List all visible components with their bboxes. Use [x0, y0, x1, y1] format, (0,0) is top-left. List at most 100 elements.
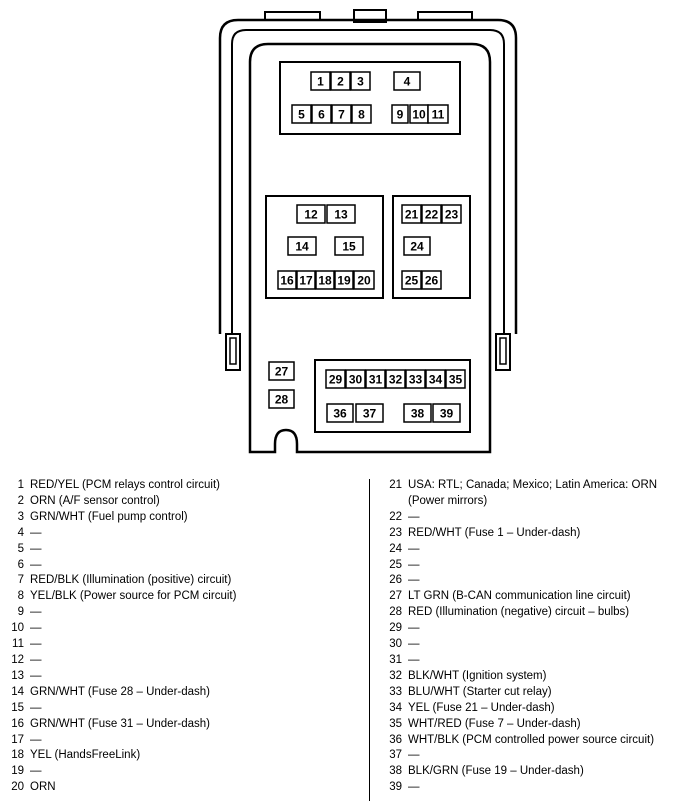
- legend-fuse-number: 2: [17, 494, 24, 507]
- fuse-number: 23: [445, 208, 459, 222]
- legend-fuse-description: —: [30, 622, 42, 635]
- fuse-slot-15: 15: [334, 236, 364, 256]
- fuse-number: 3: [357, 75, 364, 89]
- legend-fuse-description: LT GRN (B-CAN communication line circuit…: [408, 590, 631, 603]
- legend-row: 25—: [384, 558, 680, 574]
- fuse-slot-1: 1: [310, 71, 331, 91]
- fuse-slot-outline: [351, 104, 372, 124]
- fuse-slot-outline: [353, 270, 375, 290]
- legend-fuse-description: RED/WHT (Fuse 1 – Under-dash): [408, 526, 581, 539]
- fuse-number: 29: [329, 373, 343, 387]
- legend-row: 1 RED/YEL (PCM relays control circuit): [6, 478, 356, 494]
- fuse-number: 22: [425, 208, 439, 222]
- legend-fuse-number: 21: [389, 479, 402, 491]
- fuse-slot-32: 32: [385, 369, 406, 389]
- fuse-slot-25: 25: [401, 270, 422, 290]
- fuse-slot-3: 3: [350, 71, 371, 91]
- legend-fuse-number: 1: [17, 479, 24, 491]
- fuse-slot-36: 36: [326, 403, 354, 423]
- legend-fuse-number: 36: [389, 733, 402, 746]
- fuse-number: 27: [275, 365, 289, 379]
- legend-row: 11—: [6, 637, 356, 653]
- fuse-number: 9: [397, 108, 404, 122]
- legend-fuse-number: 16: [11, 717, 24, 730]
- fuse-slot-38: 38: [403, 403, 432, 423]
- fuse-slot-20: 20: [353, 270, 375, 290]
- legend-fuse-description: —: [30, 606, 42, 619]
- legend-fuse-number: 13: [11, 669, 24, 682]
- legend-fuse-description: —: [408, 781, 420, 794]
- fuse-slot-2: 2: [330, 71, 351, 91]
- legend-fuse-description: BLU/WHT (Starter cut relay): [408, 685, 552, 698]
- fuse-slot-12: 12: [296, 204, 326, 224]
- fuse-slot-22: 22: [421, 204, 442, 224]
- legend-row: 24 —: [384, 542, 680, 558]
- fuse-slot-outline: [277, 270, 297, 290]
- legend-fuse-number: 24: [389, 542, 402, 555]
- legend-fuse-description: RED/YEL (PCM relays control circuit): [30, 479, 221, 491]
- fuse-slot-outline: [296, 270, 316, 290]
- fuse-slot-21: 21: [401, 204, 422, 224]
- fuse-slot-outline: [287, 236, 317, 256]
- legend-fuse-description: RED (Illumination (negative) circuit – b…: [408, 606, 630, 619]
- legend-fuse-number: 37: [389, 749, 402, 762]
- fuse-number: 6: [318, 108, 325, 122]
- fuse-slot-outline: [445, 369, 466, 389]
- legend-row: 19—: [6, 764, 356, 780]
- fuse-number: 14: [295, 240, 309, 254]
- fuse-number: 10: [412, 108, 426, 122]
- inner-panel: [248, 42, 492, 454]
- fuse-slot-outline: [291, 104, 312, 124]
- legend-fuse-description: BLK/GRN (Fuse 19 – Under-dash): [408, 765, 584, 778]
- legend-fuse-description: —: [408, 558, 420, 571]
- legend-row: 12—: [6, 653, 356, 669]
- housing-rail: [231, 29, 505, 334]
- legend-fuse-description: —: [30, 638, 42, 651]
- fuse-slot-19: 19: [334, 270, 354, 290]
- legend-fuse-description: YEL (Fuse 21 – Under-dash): [408, 701, 555, 714]
- fuse-slot-outline: [403, 403, 432, 423]
- fuse-number: 38: [411, 407, 425, 421]
- fuse-slot-outline: [330, 71, 351, 91]
- fuse-slot-outline: [331, 104, 352, 124]
- fuse-slot-28: 28: [268, 389, 295, 409]
- legend-fuse-description: —: [408, 542, 420, 555]
- legend-fuse-number: 28: [389, 606, 402, 619]
- fuse-slot-outline: [310, 71, 331, 91]
- fuse-number: 26: [425, 274, 439, 288]
- fuse-slot-outline: [401, 204, 422, 224]
- fuse-number: 17: [299, 274, 313, 288]
- fuse-number: 11: [432, 108, 445, 122]
- fuse-number: 39: [440, 407, 454, 421]
- legend-row: 13—: [6, 669, 356, 685]
- fuse-slot-10: 10: [409, 104, 429, 124]
- fuse-block-middle-left: [265, 195, 384, 299]
- legend-fuse-number: 31: [389, 653, 402, 666]
- legend-fuse-description: YEL/BLK (Power source for PCM circuit): [30, 590, 237, 603]
- fuse-slot-outline: [326, 204, 356, 224]
- legend-fuse-number: 35: [389, 717, 402, 730]
- legend-fuse-number: 14: [11, 685, 24, 698]
- legend-fuse-number: 9: [17, 606, 24, 619]
- legend-fuse-number: 12: [11, 653, 24, 666]
- housing-top-tab-left: [264, 11, 321, 20]
- fuse-slot-outline: [350, 71, 371, 91]
- fuse-number: 33: [409, 373, 423, 387]
- legend-fuse-number: 15: [11, 701, 24, 714]
- legend-fuse-description: —: [30, 526, 42, 539]
- legend-fuse-description: USA: RTL; Canada; Mexico; Latin America:…: [408, 479, 658, 507]
- fuse-number: 28: [275, 393, 289, 407]
- legend-row: 21 USA: RTL; Canada; Mexico; Latin Americ…: [384, 478, 680, 510]
- legend-fuse-description: —: [408, 749, 420, 762]
- fuse-slot-29: 29: [325, 369, 346, 389]
- fuse-number: 32: [389, 373, 403, 387]
- legend-fuse-number: 3: [17, 510, 24, 523]
